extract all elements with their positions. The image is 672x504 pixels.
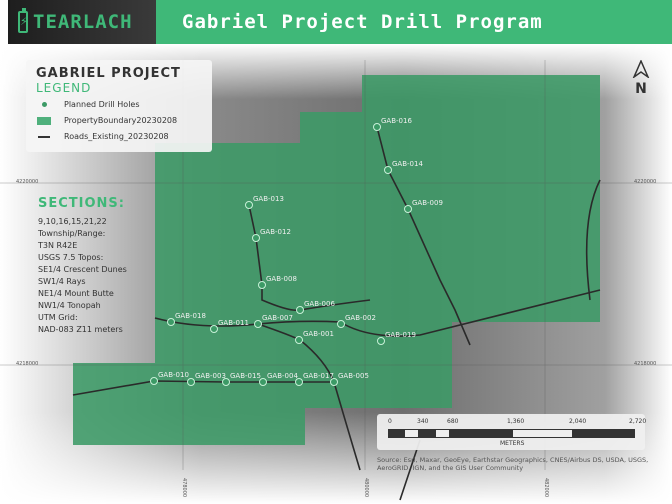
drill-hole-label: GAB-009 [412,199,443,207]
source-attribution: Source: Esri, Maxar, GeoEye, Earthstar G… [377,456,649,472]
page-title: Gabriel Project Drill Program [182,11,543,33]
drill-hole-label: GAB-011 [218,319,249,327]
northing-label-right: 4220000 [634,179,657,185]
drill-hole-label: GAB-014 [392,160,423,168]
title-bar: Gabriel Project Drill Program [156,0,672,44]
northing-label-right: 4218000 [634,361,657,367]
legend-label: PropertyBoundary20230208 [64,116,178,125]
legend-title: GABRIEL PROJECT [36,66,181,81]
drill-hole-symbol-icon [41,102,47,107]
drill-hole-marker[interactable] [295,378,303,386]
section-line: SE1/4 Crescent Dunes [38,265,127,274]
section-line: T3N R42E [38,241,78,250]
drill-hole-marker[interactable] [258,281,266,289]
easting-label: 482000 [543,478,549,498]
section-line: SW1/4 Rays [38,277,86,286]
scale-tick: 2,040 [569,418,587,425]
section-line: NE1/4 Mount Butte [38,289,114,298]
drill-hole-label: GAB-006 [304,300,335,308]
easting-label: 480000 [363,478,369,498]
scale-tick: 1,360 [507,418,525,425]
easting-label: 478000 [181,478,187,498]
logo: ⚡ TEARLACH [8,0,156,44]
drill-hole-marker[interactable] [404,205,412,213]
legend-item-drill-holes: Planned Drill Holes [36,100,140,109]
section-line: USGS 7.5 Topos: [38,253,104,262]
drill-hole-marker[interactable] [377,337,385,345]
drill-hole-label: GAB-003 [195,372,226,380]
drill-hole-label: GAB-001 [303,330,334,338]
scale-bar: 0 340 680 1,360 2,040 2,720 METERS [377,414,647,450]
north-arrow-icon [632,59,650,80]
header-banner: ⚡ TEARLACH Gabriel Project Drill Program [8,0,672,44]
drill-hole-label: GAB-019 [385,331,416,339]
drill-hole-marker[interactable] [150,377,158,385]
drill-hole-marker[interactable] [296,306,304,314]
drill-hole-marker[interactable] [337,320,345,328]
northing-label: 4220000 [16,179,39,185]
polygon-symbol-icon [37,116,51,125]
drill-hole-label: GAB-010 [158,371,189,379]
drill-hole-label: GAB-012 [260,228,291,236]
legend-item-property-boundary: PropertyBoundary20230208 [36,116,177,125]
drill-hole-label: GAB-002 [345,314,376,322]
road-line-icon [38,135,50,138]
sections-heading: SECTIONS: [38,196,125,211]
logo-text: TEARLACH [33,11,133,33]
drill-hole-marker[interactable] [259,378,267,386]
north-label: N [635,81,647,97]
drill-hole-marker[interactable] [252,234,260,242]
drill-hole-marker[interactable] [210,325,218,333]
drill-hole-label: GAB-018 [175,312,206,320]
scale-tick: 340 [417,418,429,425]
scale-segment [450,429,512,438]
drill-hole-marker[interactable] [245,201,253,209]
drill-hole-label: GAB-008 [266,275,297,283]
scale-segment [419,429,435,438]
scale-tick: 680 [447,418,459,425]
sections-info: SECTIONS: 9,10,16,15,21,22 Township/Rang… [38,196,127,336]
drill-hole-label: GAB-007 [262,314,293,322]
section-line: NW1/4 Tonopah [38,301,101,310]
battery-icon: ⚡ [18,8,28,33]
drill-hole-marker[interactable] [384,166,392,174]
drill-hole-label: GAB-005 [338,372,369,380]
legend-item-roads: Roads_Existing_20230208 [36,132,169,141]
scale-tick: 2,720 [629,418,647,425]
section-line: 9,10,16,15,21,22 [38,217,107,226]
scale-segment [388,429,404,438]
section-line: UTM Grid: [38,313,78,322]
north-arrow: N [628,59,654,97]
drill-hole-marker[interactable] [373,123,381,131]
property-boundary [73,75,600,445]
scale-tick: 0 [388,418,392,425]
legend-subtitle: LEGEND [36,81,92,95]
drill-hole-marker[interactable] [187,378,195,386]
legend-label: Roads_Existing_20230208 [64,132,169,141]
northing-label: 4218000 [16,361,39,367]
section-line: Township/Range: [38,229,106,238]
drill-hole-marker[interactable] [222,378,230,386]
map-legend: GABRIEL PROJECT LEGEND Planned Drill Hol… [26,60,212,152]
scale-segment [512,429,573,438]
scale-units: METERS [500,440,525,447]
utm-grid [0,60,672,470]
drill-hole-marker[interactable] [295,336,303,344]
drill-hole-label: GAB-016 [381,117,412,125]
drill-hole-label: GAB-015 [230,372,261,380]
legend-label: Planned Drill Holes [64,100,140,109]
drill-hole-label: GAB-017 [303,372,334,380]
scale-segment [404,429,419,438]
drill-hole-label: GAB-013 [253,195,284,203]
drill-hole-marker[interactable] [167,318,175,326]
drill-hole-marker[interactable] [254,320,262,328]
scale-segment [573,429,635,438]
scale-segment [435,429,450,438]
drill-hole-marker[interactable] [330,378,338,386]
section-line: NAD-083 Z11 meters [38,325,123,334]
drill-hole-label: GAB-004 [267,372,298,380]
